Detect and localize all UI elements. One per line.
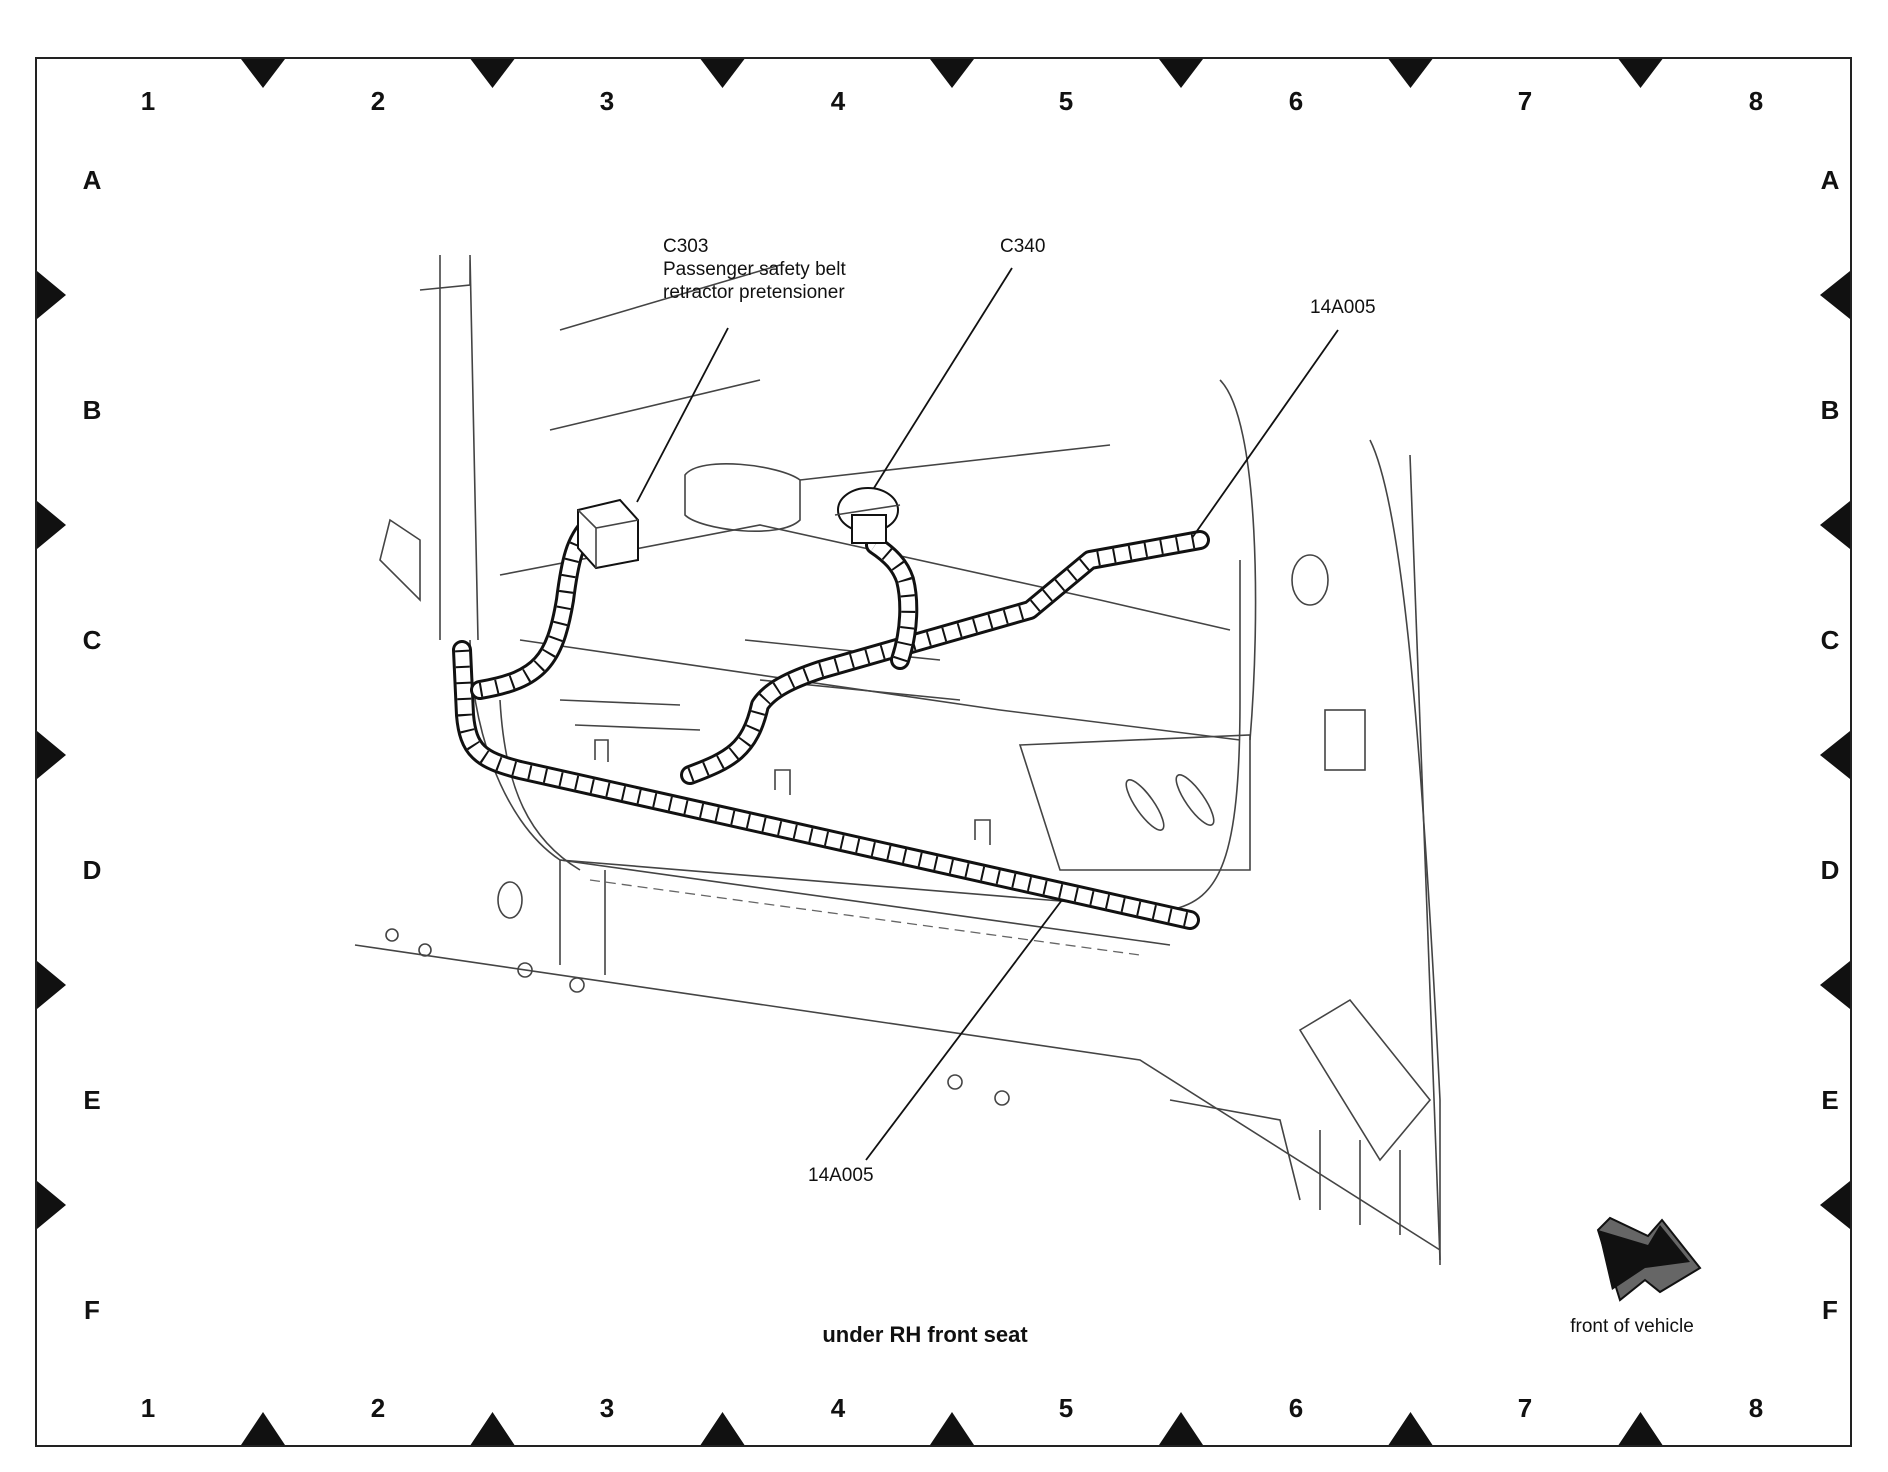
column-label-bottom: 2 — [370, 1393, 386, 1423]
grid-markers — [37, 59, 1850, 1445]
grid-marker-top — [1618, 59, 1663, 88]
row-label-left: B — [82, 395, 102, 425]
grid-marker-bottom — [930, 1412, 974, 1445]
front-arrow-icon — [1596, 1216, 1702, 1302]
row-label-right: E — [1821, 1085, 1839, 1115]
grid-marker-right — [1820, 731, 1850, 779]
grid-marker-right — [1820, 961, 1850, 1009]
grid-marker-bottom — [1618, 1412, 1663, 1445]
column-label-bottom: 1 — [140, 1393, 156, 1423]
leader-14a005-upper — [1191, 329, 1339, 539]
row-label-right: D — [1820, 855, 1840, 885]
grid-marker-top — [470, 59, 515, 88]
grid-marker-left — [37, 501, 66, 549]
column-label-top: 7 — [1517, 86, 1533, 116]
connector-c303 — [577, 498, 639, 570]
row-label-right: C — [1820, 625, 1840, 655]
callout-c303-id: C303 — [663, 236, 709, 257]
column-label-top: 4 — [830, 86, 846, 116]
grid-marker-bottom — [1159, 1412, 1203, 1445]
callout-14a005-lower-id: 14A005 — [808, 1165, 874, 1186]
column-label-top: 3 — [599, 86, 615, 116]
grid-marker-top — [930, 59, 974, 88]
grid-marker-top — [1388, 59, 1433, 88]
column-label-bottom: 7 — [1517, 1393, 1533, 1423]
callout-14a005-upper-id: 14A005 — [1310, 297, 1376, 318]
grid-marker-right — [1820, 271, 1850, 319]
row-label-left: F — [84, 1295, 100, 1325]
front-of-vehicle-label: front of vehicle — [1570, 1316, 1694, 1337]
column-label-top: 1 — [140, 86, 156, 116]
grid-marker-left — [37, 271, 66, 319]
grid-marker-right — [1820, 1181, 1850, 1229]
grid-marker-left — [37, 731, 66, 779]
grid-marker-bottom — [241, 1412, 285, 1445]
row-label-left: D — [82, 855, 102, 885]
callout-c303-line2: retractor pretensioner — [663, 282, 845, 303]
callout-c340-id: C340 — [1000, 236, 1046, 257]
column-label-top: 2 — [370, 86, 386, 116]
grid-marker-bottom — [700, 1412, 745, 1445]
column-label-top: 8 — [1748, 86, 1764, 116]
grid-marker-top — [241, 59, 285, 88]
grid-marker-top — [700, 59, 745, 88]
grid-marker-top — [1159, 59, 1203, 88]
column-label-bottom: 4 — [830, 1393, 846, 1423]
column-label-bottom: 6 — [1288, 1393, 1304, 1423]
callout-c303-line1: Passenger safety belt — [663, 259, 846, 280]
column-label-top: 5 — [1058, 86, 1074, 116]
row-label-right: A — [1820, 165, 1840, 195]
vehicle-body-outline — [354, 254, 1441, 1265]
row-label-right: B — [1820, 395, 1840, 425]
grid-marker-right — [1820, 501, 1850, 549]
column-label-top: 6 — [1288, 86, 1304, 116]
callout-c303: C303 Passenger safety belt retractor pre… — [663, 235, 846, 304]
column-label-bottom: 3 — [599, 1393, 615, 1423]
grid-marker-bottom — [1388, 1412, 1433, 1445]
harness-14a005 — [452, 515, 1210, 930]
leader-c340 — [873, 267, 1013, 489]
grid-marker-left — [37, 961, 66, 1009]
row-label-left: E — [83, 1085, 101, 1115]
connector-c340 — [834, 487, 901, 544]
callout-14a005-lower: 14A005 — [808, 1164, 874, 1187]
row-label-left: C — [82, 625, 102, 655]
view-caption: under RH front seat — [822, 1322, 1028, 1347]
leader-c303 — [636, 327, 729, 503]
column-label-bottom: 8 — [1748, 1393, 1764, 1423]
diagram-frame — [35, 57, 1852, 1447]
row-label-left: A — [82, 165, 102, 195]
row-label-right: F — [1822, 1295, 1838, 1325]
callout-14a005-upper: 14A005 — [1310, 296, 1376, 319]
grid-marker-left — [37, 1181, 66, 1229]
column-label-bottom: 5 — [1058, 1393, 1074, 1423]
grid-marker-bottom — [470, 1412, 515, 1445]
callout-c340: C340 — [1000, 235, 1045, 258]
leader-14a005-lower — [865, 899, 1063, 1161]
